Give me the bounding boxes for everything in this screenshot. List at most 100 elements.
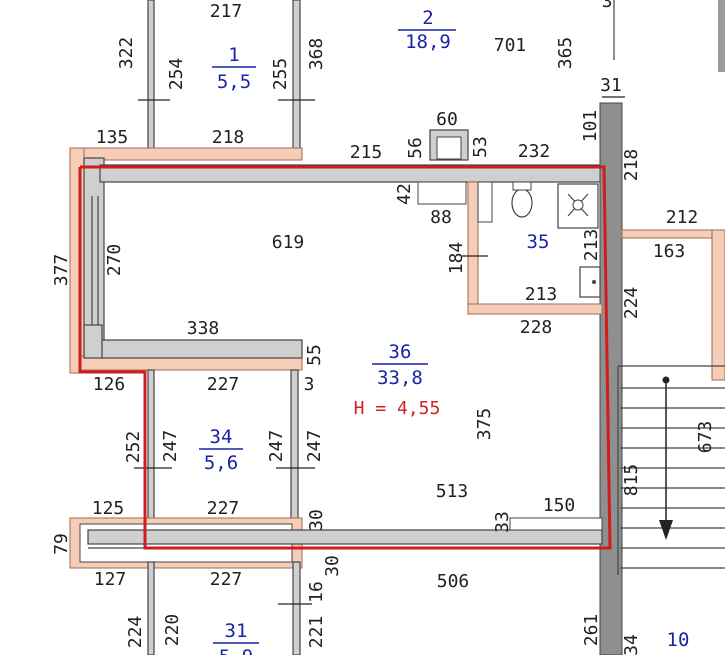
- dim-label: 506: [437, 571, 470, 592]
- bathroom: [417, 129, 603, 315]
- dim-label: 227: [207, 498, 240, 519]
- dim-label: 60: [436, 109, 458, 130]
- dim-label: 3: [304, 374, 315, 395]
- dimension-labels: 217 701 135 218 215 60 232 88 213 228 21…: [51, 0, 716, 655]
- room-36-num: 36: [389, 341, 412, 363]
- dim-label: 673: [695, 421, 716, 454]
- staircase: [617, 229, 725, 575]
- dim-label: 227: [210, 569, 243, 590]
- stair-arrow-start: [662, 376, 670, 384]
- room-1-num: 1: [228, 44, 239, 66]
- left-wall: [69, 147, 303, 374]
- wall-stair-top: [621, 229, 725, 239]
- shower-drain: [572, 199, 584, 211]
- dim-label: 79: [51, 533, 72, 555]
- dim-label: 221: [306, 616, 327, 649]
- dim-label: 127: [94, 569, 127, 590]
- ceiling-height: H = 4,55: [354, 398, 441, 419]
- dim-label: 42: [394, 183, 415, 205]
- wall-low-left: [147, 561, 155, 655]
- dim-label: 163: [653, 241, 686, 262]
- sink-tap: [592, 280, 596, 284]
- room-34-area: 5,6: [204, 452, 238, 474]
- dim-label: 261: [581, 614, 602, 647]
- room-34-num: 34: [210, 426, 233, 448]
- dim-label: 247: [304, 430, 325, 463]
- dim-label: 217: [210, 1, 243, 22]
- dim-label: 56: [405, 137, 426, 159]
- wall-top-right-corner: [718, 0, 725, 72]
- toilet-tank: [512, 181, 532, 191]
- dim-label: 270: [104, 244, 125, 277]
- dim-label: 513: [436, 481, 469, 502]
- dim-label: 220: [162, 614, 183, 647]
- dim-label: 34: [621, 634, 642, 655]
- sink-icon: [579, 266, 601, 298]
- dim-label: 375: [474, 408, 495, 441]
- wall-bath-bottom: [467, 303, 603, 315]
- room-31-area: 5,9: [219, 646, 253, 655]
- dim-label: 215: [350, 142, 383, 163]
- dim-label: 228: [520, 317, 553, 338]
- dim-label: 254: [166, 58, 187, 91]
- room-35-num: 35: [527, 231, 550, 253]
- wall-left-pink: [69, 147, 85, 374]
- dim-label: 16: [306, 581, 327, 603]
- dim-label: 368: [306, 38, 327, 71]
- shaft-inner: [436, 136, 462, 160]
- dim-label: 101: [580, 110, 601, 143]
- dim-label: 322: [116, 37, 137, 70]
- bath-counter: [417, 181, 467, 205]
- dim-label: 30: [322, 555, 343, 577]
- dim-label: 135: [96, 127, 129, 148]
- bath-pipe: [477, 181, 493, 223]
- room-2-num: 2: [422, 7, 433, 29]
- room-2-area: 18,9: [405, 31, 451, 53]
- wall-mid-grey: [99, 339, 303, 359]
- wall-low-right: [292, 561, 301, 655]
- dim-label: 227: [207, 374, 240, 395]
- room-labels: 2 18,9 1 5,5 35 36 33,8 34 5,6 31 5,9 10…: [199, 7, 689, 655]
- dim-label: 88: [430, 207, 452, 228]
- dim-label: 150: [543, 495, 576, 516]
- dim-label: 213: [581, 229, 602, 262]
- dim-label: 255: [270, 58, 291, 91]
- bottom-wall: [69, 517, 603, 569]
- room-1-area: 5,5: [217, 71, 251, 93]
- wall-bottom-grey: [87, 529, 603, 545]
- dim-label: 252: [123, 431, 144, 464]
- dim-label: 125: [92, 498, 125, 519]
- dim-label: 126: [93, 374, 126, 395]
- room-31-num: 31: [225, 620, 248, 642]
- dim-label: 213: [525, 284, 558, 305]
- dim-label: 212: [666, 207, 699, 228]
- dim-label: 232: [518, 141, 551, 162]
- toilet-icon: [511, 188, 533, 218]
- room-10-num: 10: [667, 629, 690, 651]
- dim-label: 31: [600, 75, 622, 96]
- dim-label: 55: [304, 344, 325, 366]
- dim-label: 218: [621, 149, 642, 182]
- dim-label: 53: [470, 136, 491, 158]
- wall-mid-corner: [83, 324, 103, 359]
- dim-label: 247: [266, 430, 287, 463]
- dim-label: 224: [125, 616, 146, 649]
- dim-label: 3: [602, 0, 613, 12]
- wall-top-mid: [292, 0, 301, 151]
- dim-label: 247: [160, 430, 181, 463]
- dim-label: 184: [446, 242, 467, 275]
- dim-label: 619: [272, 232, 305, 253]
- room-36-area: 33,8: [377, 367, 423, 389]
- dim-label: 33: [492, 511, 513, 533]
- dim-label: 218: [212, 127, 245, 148]
- dim-label: 365: [555, 37, 576, 70]
- mid-partition: [79, 324, 303, 371]
- wall-top-left: [147, 0, 155, 151]
- bottom-step: [509, 517, 603, 531]
- wall-stair-right: [711, 229, 725, 381]
- dim-label: 338: [187, 318, 220, 339]
- dim-label: 815: [621, 464, 642, 497]
- wall-top-pink: [69, 147, 303, 161]
- dim-label: 701: [494, 35, 527, 56]
- dim-label: 377: [51, 254, 72, 287]
